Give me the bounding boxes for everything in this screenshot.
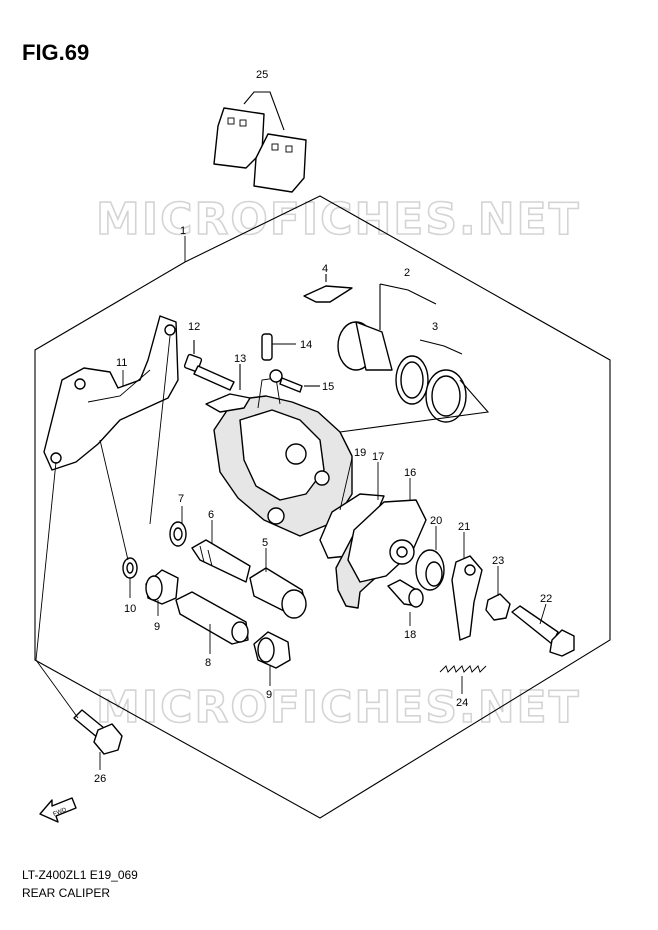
- callout-25: 25: [256, 69, 268, 81]
- callout-23: 23: [492, 555, 504, 567]
- washer-7: [169, 521, 187, 547]
- callout-22: 22: [540, 593, 552, 605]
- figure-name: REAR CALIPER: [22, 886, 111, 900]
- caliper-body: [213, 377, 353, 537]
- spring-24: [439, 665, 487, 673]
- lever-housing-16: [347, 499, 427, 583]
- callout-14: 14: [300, 339, 312, 351]
- callout-20: 20: [430, 515, 442, 527]
- nut-23: [485, 593, 511, 621]
- washer-13: [205, 393, 251, 413]
- fwd-label: FWD: [52, 807, 68, 818]
- boot-9-upper: [145, 569, 179, 605]
- figure-title: FIG.69: [22, 40, 90, 65]
- callout-21: 21: [458, 521, 470, 533]
- callout-8: 8: [205, 657, 211, 669]
- pin-5: [249, 567, 307, 619]
- pin-8: [175, 591, 249, 645]
- callout-19: 19: [354, 447, 366, 459]
- washer-10: [122, 557, 138, 579]
- callout-11: 11: [116, 357, 127, 369]
- leader-lines: [35, 236, 547, 770]
- callout-18: 18: [404, 629, 416, 641]
- callout-16: 16: [404, 467, 416, 479]
- callout-17: 17: [372, 451, 384, 463]
- bolt-26: [73, 709, 123, 755]
- callout-24: 24: [456, 697, 468, 709]
- pin-6: [191, 539, 251, 583]
- callout-9-lower: 9: [266, 689, 272, 701]
- callout-9-upper: 9: [154, 621, 160, 633]
- assembly-outline: [34, 195, 611, 819]
- callout-12: 12: [188, 321, 200, 333]
- bolt-18: [387, 579, 424, 608]
- callout-6: 6: [208, 509, 214, 521]
- callout-15: 15: [322, 381, 334, 393]
- callout-1: 1: [180, 225, 186, 237]
- caliper-bracket: [43, 315, 179, 471]
- callout-5: 5: [262, 537, 268, 549]
- lever-21: [451, 555, 483, 641]
- piston-and-seals: [337, 283, 490, 433]
- callout-4: 4: [322, 263, 328, 275]
- callout-7: 7: [178, 493, 184, 505]
- roller-20: [415, 549, 445, 591]
- callout-10: 10: [124, 603, 136, 615]
- callout-13: 13: [234, 353, 246, 365]
- watermark-top: MICROFICHES.NET: [96, 194, 581, 245]
- bolt-12: [183, 340, 235, 391]
- boot-9-lower: [253, 631, 291, 669]
- pad-spring: [303, 285, 353, 303]
- callout-2: 2: [404, 267, 410, 279]
- brake-pads: [213, 91, 307, 193]
- callout-26: 26: [94, 773, 106, 785]
- hose-bracket: [269, 369, 320, 393]
- watermark-bottom: MICROFICHES.NET: [96, 682, 581, 733]
- fwd-arrow-icon: FWD: [39, 797, 77, 823]
- figure-code: LT-Z400ZL1 E19_069: [22, 868, 138, 882]
- callout-3: 3: [432, 321, 438, 333]
- bleeder-screw: [261, 333, 296, 361]
- adjuster-bolt-22: [511, 605, 575, 657]
